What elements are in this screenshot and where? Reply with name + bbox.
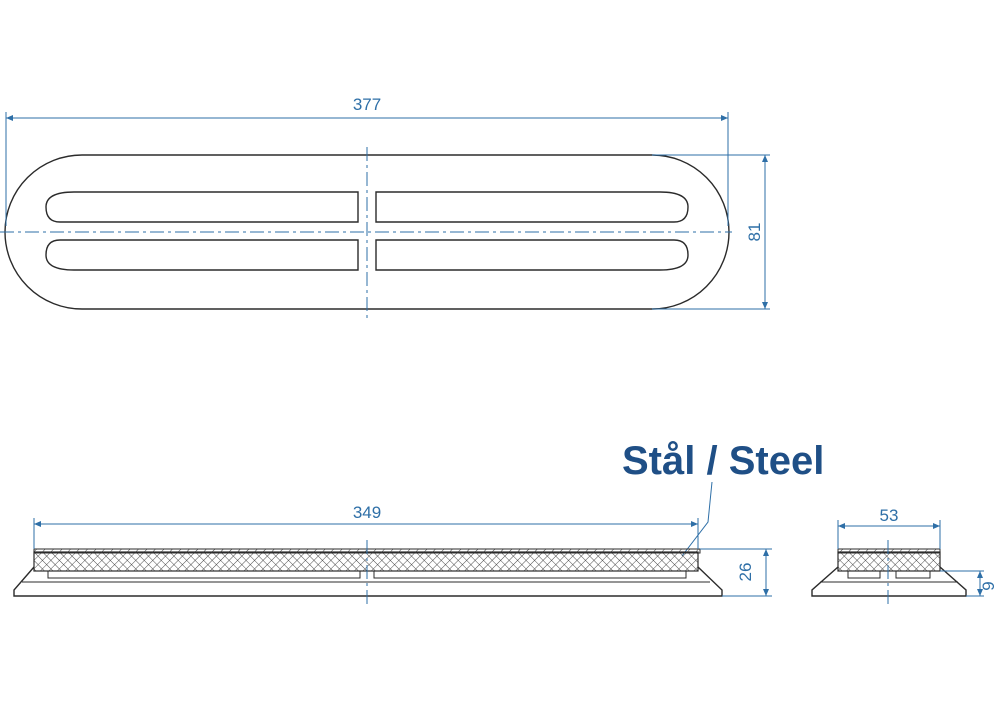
dimension-377: 377: [353, 95, 381, 114]
slot-bottom-right: [375, 239, 689, 271]
end-view: 53 9: [811, 506, 998, 604]
dimension-53: 53: [880, 506, 899, 525]
dimension-9: 9: [979, 581, 998, 590]
end-flange: [811, 566, 967, 597]
side-view: 349 26: [13, 503, 772, 604]
top-view: 377 81: [0, 95, 770, 318]
slot-bottom-left: [45, 239, 359, 271]
side-core: [33, 551, 699, 572]
slot-top-left: [45, 191, 359, 223]
material-label: Stål / Steel: [622, 439, 824, 483]
end-core: [837, 551, 941, 572]
dimension-349: 349: [353, 503, 381, 522]
dimension-81: 81: [745, 223, 764, 242]
material-leader: [681, 481, 713, 557]
slot-top-right: [375, 191, 689, 223]
dimension-26: 26: [736, 563, 755, 582]
